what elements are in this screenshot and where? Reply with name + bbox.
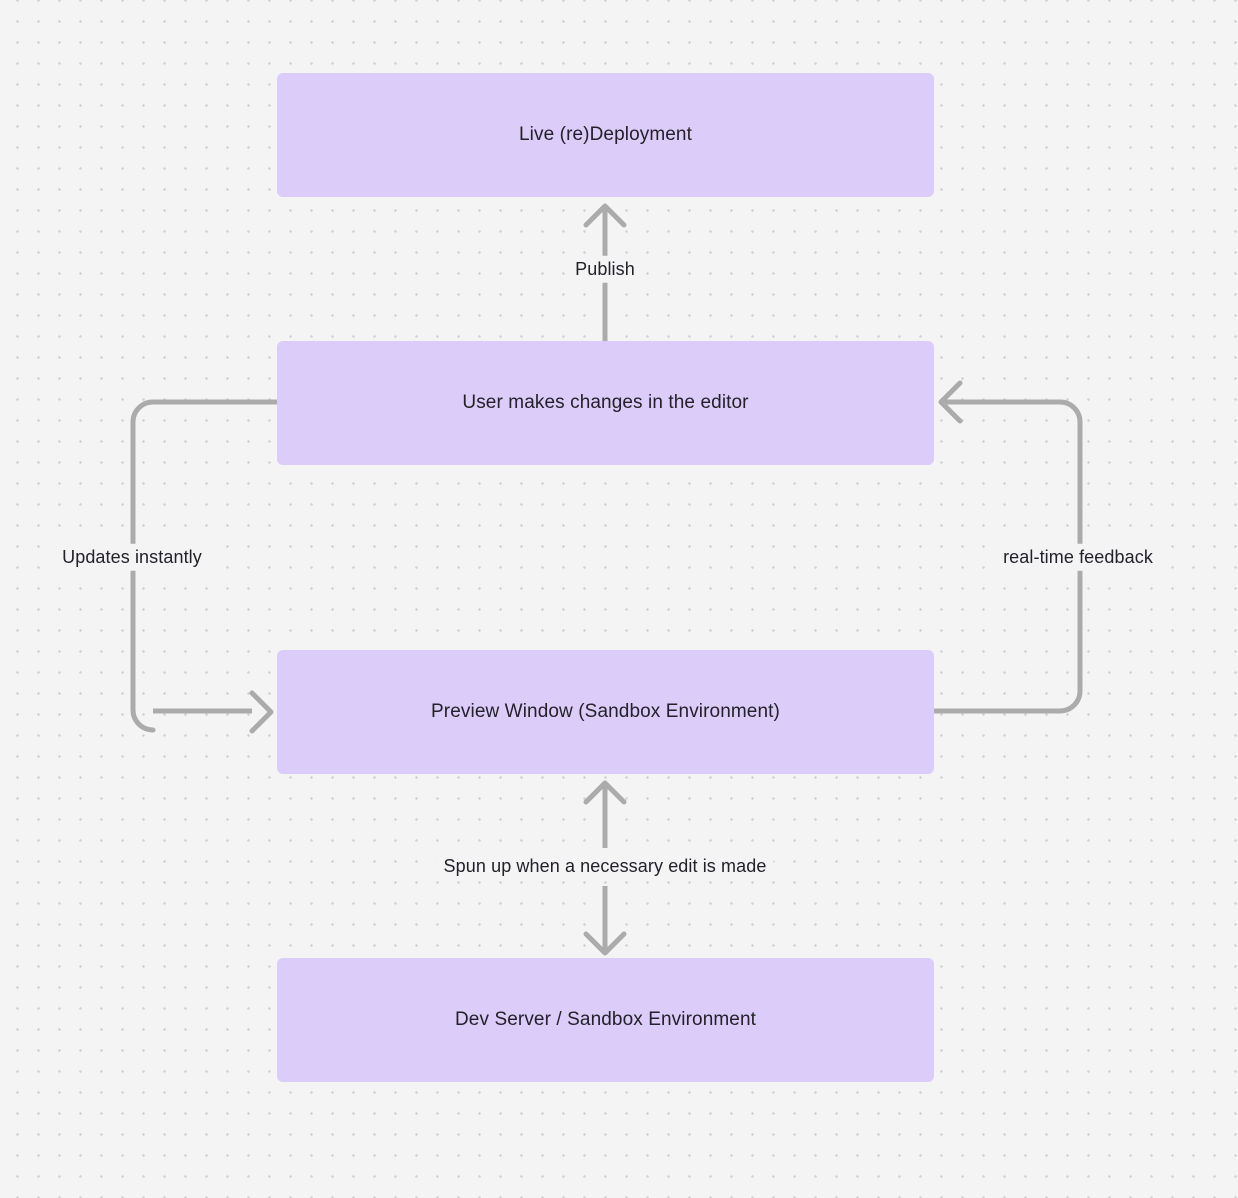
node-dev-server[interactable]: Dev Server / Sandbox Environment <box>277 958 934 1082</box>
edge-label-publish: Publish <box>568 255 642 283</box>
node-user-edits[interactable]: User makes changes in the editor <box>277 341 934 465</box>
edge-spun-up-up-arrowhead <box>583 780 627 805</box>
node-live-deployment[interactable]: Live (re)Deployment <box>277 73 934 197</box>
edge-label-real-time-feedback: real-time feedback <box>996 543 1160 571</box>
edge-updates-instantly-arrowhead <box>249 690 274 734</box>
edge-label-updates-instantly: Updates instantly <box>55 543 209 571</box>
node-preview-window[interactable]: Preview Window (Sandbox Environment) <box>277 650 934 774</box>
node-preview-window-label: Preview Window (Sandbox Environment) <box>431 700 780 722</box>
edge-publish-arrowhead <box>583 203 627 228</box>
node-live-deployment-label: Live (re)Deployment <box>519 123 692 145</box>
edge-spun-up-down-arrowhead <box>583 931 627 956</box>
node-user-edits-label: User makes changes in the editor <box>462 391 749 413</box>
node-dev-server-label: Dev Server / Sandbox Environment <box>454 1008 756 1030</box>
edge-real-time-feedback-arrowhead <box>938 380 963 424</box>
edge-label-spun-up: Spun up when a necessary edit is made <box>436 852 774 880</box>
